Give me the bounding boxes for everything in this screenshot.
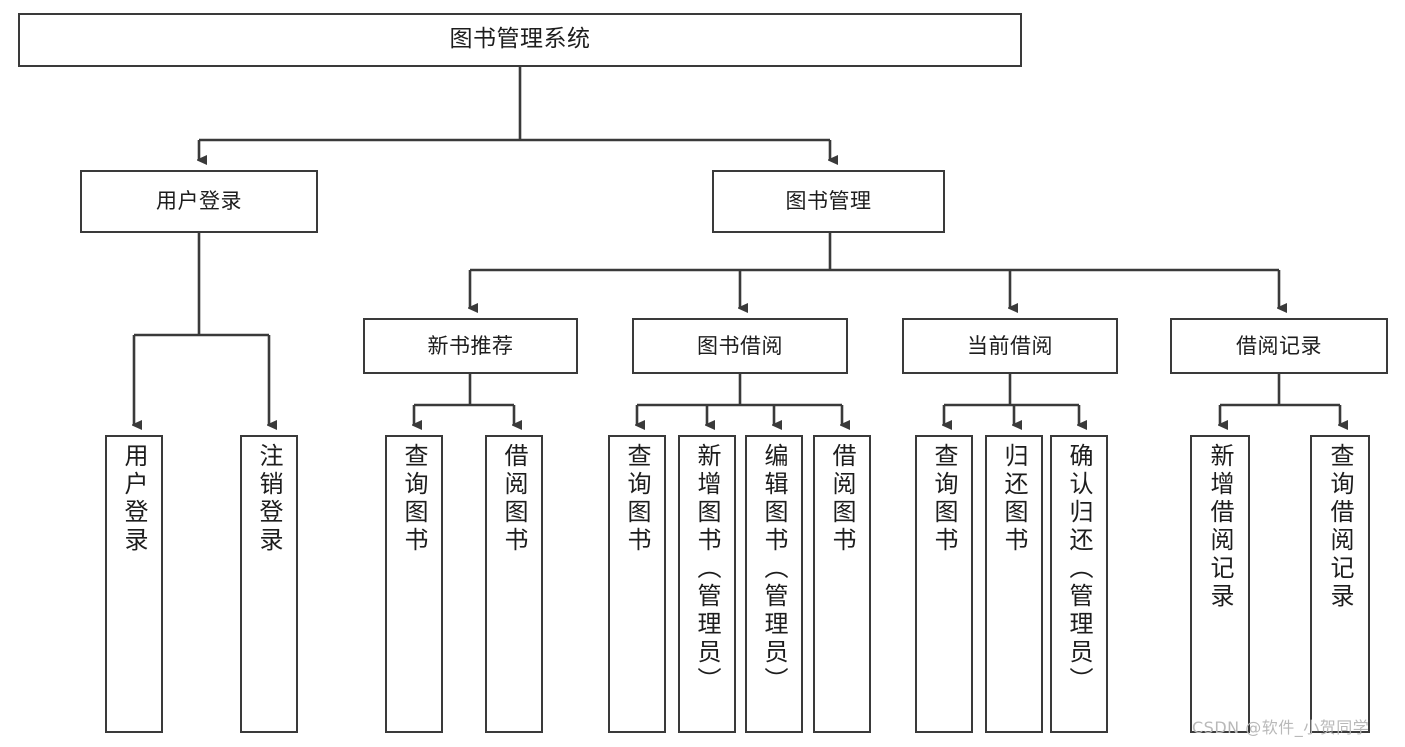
node-user-login-label: 用户登录 [156, 189, 242, 214]
node-leaf-confirm-return[interactable]: 确认归还（管理员） [1050, 435, 1108, 733]
node-current-borrow-label: 当前借阅 [967, 333, 1053, 358]
node-leaf-add-record-label: 新增借阅记录 [1206, 443, 1234, 611]
node-user-login[interactable]: 用户登录 [80, 170, 318, 233]
node-leaf-logout-label: 注销登录 [255, 443, 283, 555]
node-leaf-user-login-label: 用户登录 [120, 443, 148, 555]
node-root[interactable]: 图书管理系统 [18, 13, 1022, 67]
node-borrow-record[interactable]: 借阅记录 [1170, 318, 1388, 374]
node-leaf-query-book-3-label: 查询图书 [930, 443, 958, 555]
node-leaf-query-book-3[interactable]: 查询图书 [915, 435, 973, 733]
node-leaf-borrow-book-2[interactable]: 借阅图书 [813, 435, 871, 733]
node-borrow-record-label: 借阅记录 [1236, 333, 1322, 358]
node-leaf-edit-book[interactable]: 编辑图书（管理员） [745, 435, 803, 733]
node-book-manage[interactable]: 图书管理 [712, 170, 945, 233]
node-leaf-edit-book-label: 编辑图书（管理员） [760, 443, 788, 695]
node-leaf-add-book-label: 新增图书（管理员） [693, 443, 721, 695]
node-leaf-logout[interactable]: 注销登录 [240, 435, 298, 733]
node-leaf-query-book-2-label: 查询图书 [623, 443, 651, 555]
node-book-borrow-label: 图书借阅 [697, 333, 783, 358]
node-new-book-recommend[interactable]: 新书推荐 [363, 318, 578, 374]
node-new-book-recommend-label: 新书推荐 [427, 333, 514, 358]
node-leaf-query-book-2[interactable]: 查询图书 [608, 435, 666, 733]
node-leaf-query-book-1-label: 查询图书 [400, 443, 428, 555]
node-leaf-query-book-1[interactable]: 查询图书 [385, 435, 443, 733]
node-leaf-add-book[interactable]: 新增图书（管理员） [678, 435, 736, 733]
node-leaf-user-login[interactable]: 用户登录 [105, 435, 163, 733]
node-leaf-return-book[interactable]: 归还图书 [985, 435, 1043, 733]
node-leaf-borrow-book-2-label: 借阅图书 [828, 443, 856, 555]
node-leaf-query-record-label: 查询借阅记录 [1326, 443, 1354, 611]
node-leaf-add-record[interactable]: 新增借阅记录 [1190, 435, 1250, 733]
node-leaf-confirm-return-label: 确认归还（管理员） [1065, 443, 1093, 695]
node-root-label: 图书管理系统 [449, 26, 591, 53]
node-book-manage-label: 图书管理 [785, 189, 872, 214]
node-current-borrow[interactable]: 当前借阅 [902, 318, 1118, 374]
node-leaf-borrow-book-1-label: 借阅图书 [500, 443, 528, 555]
node-book-borrow[interactable]: 图书借阅 [632, 318, 848, 374]
watermark: CSDN @软件_小贺同学 [1192, 718, 1370, 737]
node-leaf-query-record[interactable]: 查询借阅记录 [1310, 435, 1370, 733]
node-leaf-borrow-book-1[interactable]: 借阅图书 [485, 435, 543, 733]
node-leaf-return-book-label: 归还图书 [1000, 443, 1028, 555]
